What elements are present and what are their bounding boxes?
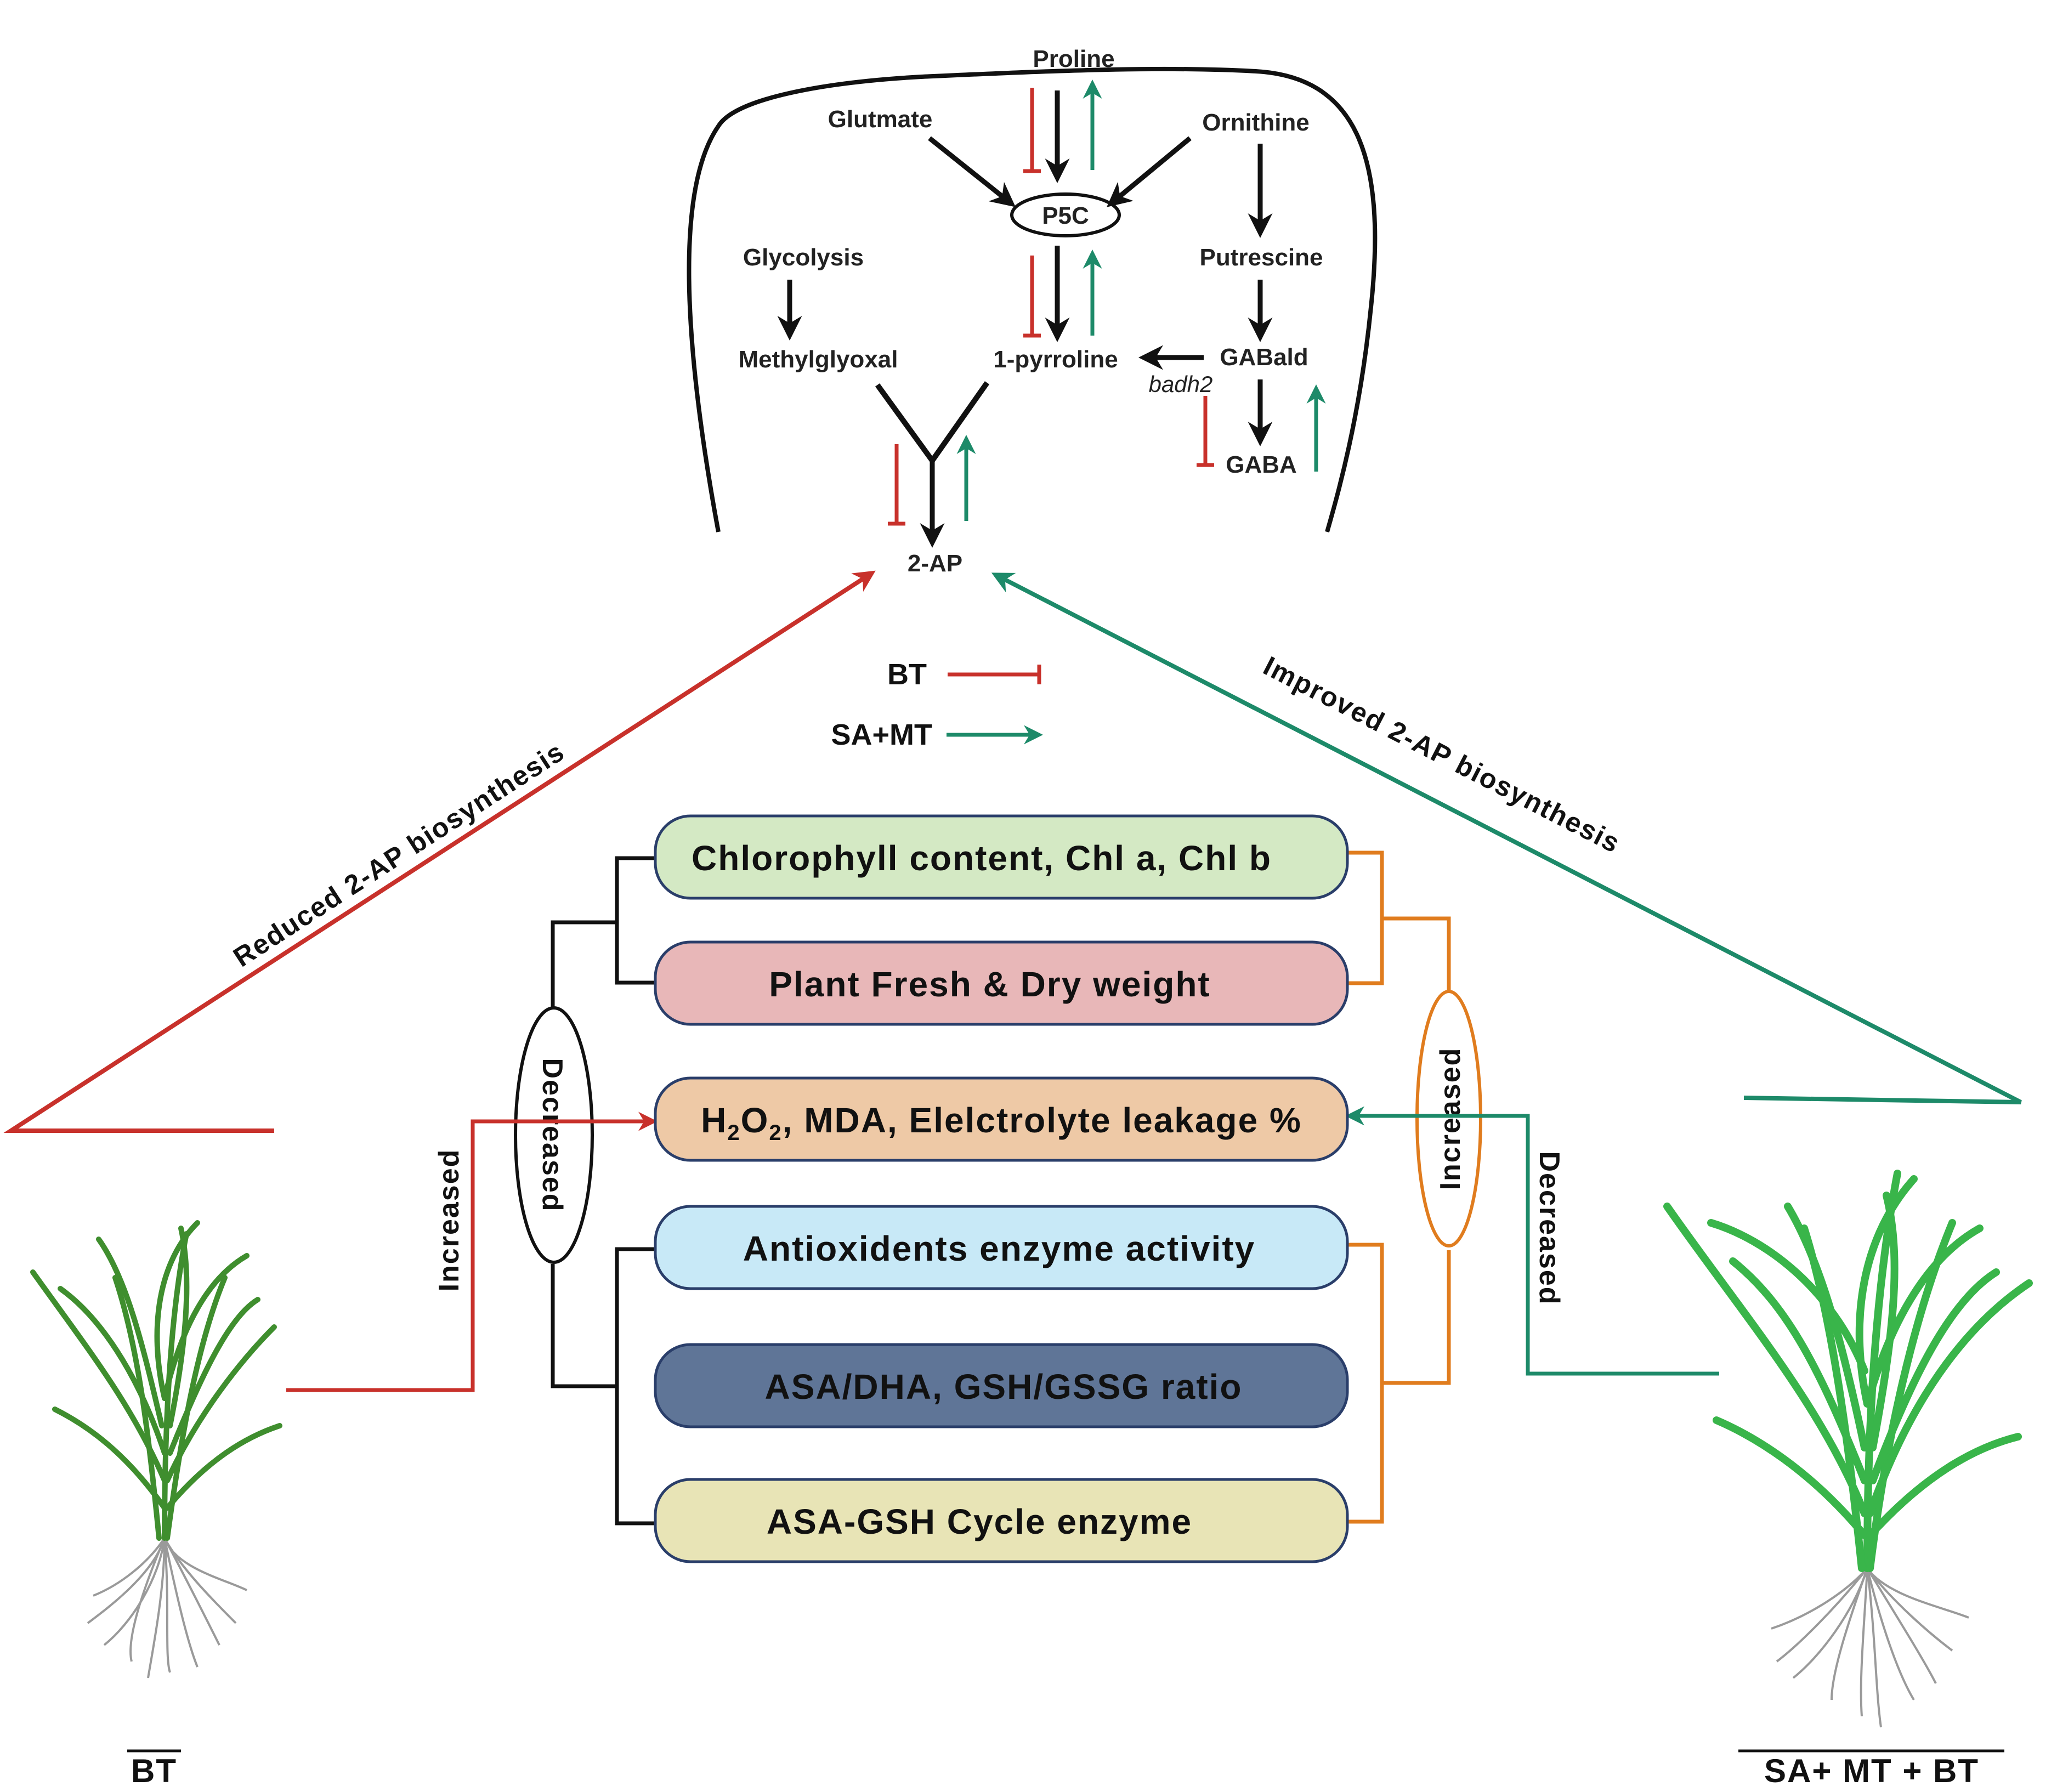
box-asa-gsh-cycle (654, 1478, 1349, 1563)
left-bottom-stem (551, 1264, 617, 1388)
box-asa-dha-ratio-label: ASA/DHA, GSH/GSSG ratio (765, 1367, 1243, 1407)
bt-plant-illustration (30, 1220, 282, 1678)
box-chlorophyll (654, 814, 1349, 900)
left-decreased-label: Decreased (536, 1058, 568, 1212)
putrescine-label: Putrescine (1200, 244, 1323, 271)
pyrroline-label: 1-pyrroline (993, 346, 1118, 373)
p5c-label: P5C (1042, 202, 1089, 229)
pathway-arrows (777, 90, 1273, 548)
pathway: Proline Glutmate Ornithine P5C Glycolysi… (739, 46, 1323, 577)
right-top-bracket (1346, 850, 1384, 985)
left-bottom-bracket (615, 1247, 655, 1526)
ornithine-to-p5c-arrow (1107, 136, 1192, 207)
samt-plant-label: SA+ MT + BT (1764, 1753, 1979, 1789)
right-orange-connectors (1346, 850, 1451, 1524)
box-h2o2-mda (654, 1076, 1349, 1162)
samt-plant-illustration (1663, 1170, 2033, 1728)
box-h2o2-mda-label: H2O2, MDA, Elelctrolyte leakage % (701, 1101, 1302, 1145)
glycolysis-label: Glycolysis (743, 244, 864, 271)
improved-biosynthesis-arrow (991, 572, 2022, 1104)
right-increased-label: Increased (1435, 1047, 1466, 1190)
samt-effect-line (1345, 1106, 1719, 1376)
bottom-labels: BT SA+ MT + BT (127, 1749, 2004, 1789)
samt-promotion-marks (956, 80, 1326, 521)
inhibit-pyrroline (1023, 256, 1041, 338)
glutmate-label: Glutmate (828, 106, 933, 133)
glutmate-to-p5c-arrow (928, 136, 1016, 207)
legend-bt-inhibit-line (948, 665, 1041, 684)
samt-plant-roots (1771, 1567, 1969, 1728)
gaba-label: GABA (1226, 451, 1297, 478)
legend-bt-label: BT (887, 658, 927, 691)
reduced-biosynthesis-arrow (3, 570, 876, 1133)
ornithine-label: Ornithine (1202, 109, 1310, 136)
h2o2-sub2: 2 (769, 1121, 782, 1145)
cell-outline (687, 66, 1378, 533)
box-asa-gsh-cycle-label: ASA-GSH Cycle enzyme (767, 1502, 1192, 1541)
p5c-ellipse (1010, 192, 1121, 237)
inhibit-proline (1023, 88, 1041, 173)
methylglyoxal-label: Methylglyoxal (739, 346, 898, 373)
box-fresh-dry-weight (654, 940, 1349, 1026)
parameter-boxes: Chlorophyll content, Chl a, Chl b Plant … (654, 814, 1349, 1563)
bt-plant-leaves (30, 1220, 282, 1541)
reduced-biosynthesis-label: Reduced 2-AP biosynthesis (228, 736, 570, 973)
left-black-connectors (551, 856, 655, 1526)
gabald-label: GABald (1220, 344, 1308, 371)
right-bottom-bracket (1346, 1243, 1384, 1524)
right-increased-ellipse (1415, 990, 1482, 1247)
left-top-stem (551, 920, 617, 1008)
right-bottom-stem (1382, 1250, 1451, 1385)
2ap-label: 2-AP (908, 550, 962, 577)
inhibit-gaba (1197, 396, 1214, 467)
bt-effect-line (286, 1112, 658, 1392)
inhibit-2ap (888, 444, 905, 526)
h2o2-rest: , MDA, Elelctrolyte leakage % (783, 1101, 1302, 1140)
bt-plant-roots (87, 1537, 247, 1678)
right-decreased-label: Decreased (1533, 1151, 1565, 1305)
left-increased-label: Increased (433, 1149, 465, 1292)
convergence-y (875, 381, 990, 463)
samt-plant-leaves (1663, 1170, 2033, 1572)
badh2-label: badh2 (1149, 371, 1213, 397)
box-fresh-dry-weight-label: Plant Fresh & Dry weight (769, 965, 1210, 1004)
box-antioxidents-label: Antioxidents enzyme activity (743, 1229, 1255, 1268)
proline-label: Proline (1033, 46, 1114, 72)
h2o2-h: H (701, 1101, 727, 1140)
h2o2-sub1: 2 (727, 1121, 740, 1145)
left-top-bracket (615, 856, 655, 985)
bt-plant-label: BT (131, 1753, 177, 1789)
box-chlorophyll-label: Chlorophyll content, Chl a, Chl b (692, 838, 1272, 878)
left-decreased-ellipse (514, 1006, 594, 1264)
h2o2-o: O (741, 1101, 769, 1140)
legend-samt-label: SA+MT (831, 718, 932, 751)
box-antioxidents (654, 1205, 1349, 1290)
bt-inhibition-marks (888, 88, 1214, 526)
legend: BT SA+MT (831, 658, 1043, 751)
right-top-stem (1382, 916, 1451, 990)
box-asa-dha-ratio (654, 1343, 1349, 1428)
